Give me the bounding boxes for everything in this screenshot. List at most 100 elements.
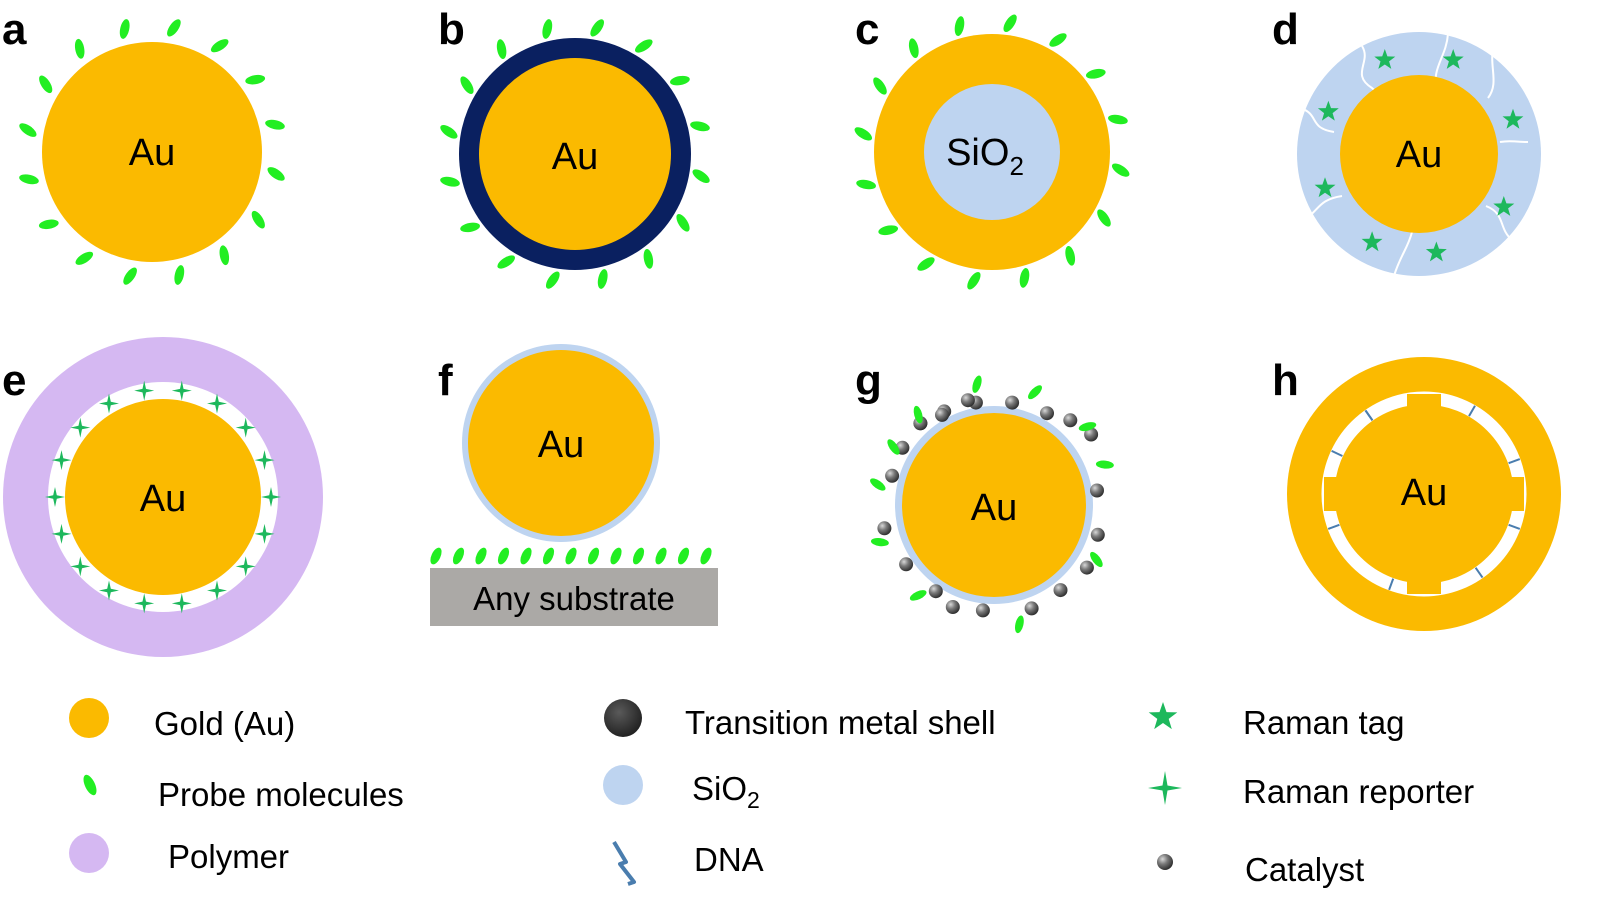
probe-molecule-icon bbox=[873, 77, 887, 95]
panel-c: c SiO2 bbox=[854, 5, 1130, 290]
probe-molecule-icon bbox=[1111, 163, 1130, 177]
raman-tag-star-icon bbox=[1493, 196, 1515, 216]
legend-label: Gold (Au) bbox=[154, 705, 295, 742]
raman-reporter-star-icon bbox=[134, 593, 155, 614]
probe-molecule-icon bbox=[430, 547, 442, 565]
dna-icon bbox=[1327, 523, 1340, 530]
probe-molecule-icon bbox=[542, 547, 555, 565]
sio2-circle-icon bbox=[603, 765, 643, 805]
probe-molecule-icon bbox=[1108, 114, 1128, 125]
probe-molecule-icon bbox=[565, 547, 577, 565]
probe-molecule-icon bbox=[496, 39, 507, 59]
catalyst-sphere-icon bbox=[960, 393, 975, 408]
probe-molecule-icon bbox=[643, 249, 654, 269]
silica-core bbox=[924, 84, 1060, 220]
raman-reporter-star-icon bbox=[45, 487, 65, 507]
raman-tag-star-icon bbox=[1374, 49, 1396, 69]
core-label: Au bbox=[1401, 472, 1447, 514]
raman-tag-star-icon bbox=[1148, 702, 1178, 730]
panel-label: h bbox=[1272, 356, 1299, 405]
gold-circle-icon bbox=[69, 698, 109, 738]
probe-molecule-icon bbox=[1078, 422, 1097, 432]
probe-molecule-icon bbox=[123, 267, 137, 285]
catalyst-sphere-icon bbox=[945, 600, 960, 614]
core-label: Au bbox=[971, 487, 1017, 529]
catalyst-sphere-icon bbox=[1090, 527, 1105, 542]
dna-icon bbox=[612, 840, 636, 886]
raman-reporter-star-icon bbox=[207, 393, 227, 414]
probe-molecule-icon bbox=[655, 547, 667, 565]
probe-molecule-icon bbox=[1049, 33, 1067, 47]
raman-reporter-star-icon bbox=[254, 523, 275, 544]
panel-label: g bbox=[855, 356, 882, 405]
catalyst-sphere-icon bbox=[1005, 395, 1020, 410]
substrate bbox=[430, 568, 718, 626]
probe-molecule-icon bbox=[870, 478, 886, 491]
core-label: Au bbox=[129, 132, 175, 174]
polymer-circle-icon bbox=[69, 833, 109, 873]
probe-molecule-icon bbox=[908, 38, 919, 59]
raman-reporter-star-icon bbox=[207, 580, 227, 601]
probe-molecule-icon bbox=[74, 38, 85, 59]
core-label: SiO2 bbox=[946, 132, 1024, 181]
legend-label: DNA bbox=[694, 841, 764, 878]
probe-molecule-icon bbox=[635, 39, 653, 53]
probe-molecule-icon bbox=[587, 547, 600, 565]
probe-molecule-icon bbox=[19, 123, 37, 137]
catalyst-sphere-icon bbox=[1157, 854, 1173, 870]
catalyst-sphere-icon bbox=[1053, 583, 1068, 598]
probe-molecule-icon bbox=[909, 590, 927, 601]
panel-h: h Au bbox=[1272, 356, 1561, 631]
probe-molecule-icon bbox=[1090, 551, 1103, 568]
raman-tag-star-icon bbox=[1442, 49, 1464, 69]
probe-molecule-icon bbox=[1015, 615, 1024, 634]
core-label: Au bbox=[538, 424, 584, 466]
dna-icon bbox=[1474, 567, 1484, 579]
panel-g: g Au bbox=[855, 356, 1114, 634]
probe-molecule-icon bbox=[1028, 385, 1042, 400]
raman-reporter-star-icon bbox=[99, 580, 119, 601]
raman-reporter-star-icon bbox=[134, 380, 155, 401]
legend-item: Catalyst bbox=[1157, 851, 1364, 888]
legend-label: Polymer bbox=[168, 838, 289, 875]
probe-molecule-icon bbox=[967, 271, 981, 290]
dna-icon bbox=[1508, 523, 1521, 530]
probe-molecule-icon bbox=[267, 167, 285, 181]
catalyst-sphere-icon bbox=[928, 584, 943, 599]
probe-molecule-icon bbox=[1019, 268, 1030, 288]
panel-label: f bbox=[438, 356, 453, 405]
probe-molecule-icon bbox=[460, 222, 480, 233]
probe-molecule-icon bbox=[119, 19, 130, 39]
probe-molecule-icon bbox=[219, 245, 230, 266]
catalyst-sphere-icon bbox=[935, 407, 949, 422]
legend-label: Raman reporter bbox=[1243, 773, 1474, 810]
probe-molecule-icon bbox=[475, 547, 487, 565]
catalyst-sphere-icon bbox=[1084, 427, 1099, 442]
probe-molecule-icon bbox=[700, 547, 712, 565]
probe-molecule-icon bbox=[887, 439, 900, 455]
probe-molecule-icon bbox=[545, 271, 560, 289]
probe-molecule-icon bbox=[670, 75, 690, 86]
core-label: Au bbox=[140, 478, 186, 520]
legend-item: Polymer bbox=[69, 833, 289, 875]
gold-core bbox=[479, 58, 671, 250]
probe-molecule-icon bbox=[251, 210, 265, 229]
probe-molecule-icon bbox=[677, 547, 690, 565]
raman-tag-star-icon bbox=[1317, 100, 1339, 121]
catalyst-sphere-icon bbox=[877, 521, 892, 536]
dna-linkers bbox=[1327, 405, 1521, 591]
raman-reporter-star-icon bbox=[171, 380, 192, 401]
raman-reporters bbox=[45, 380, 281, 614]
probe-molecule-icon bbox=[265, 119, 285, 130]
probe-molecule-icon bbox=[913, 405, 923, 424]
raman-tags bbox=[1314, 49, 1524, 262]
dna-icon bbox=[1388, 578, 1395, 591]
dna-icon bbox=[1468, 405, 1476, 417]
legend-item: Transition metal shell bbox=[604, 699, 996, 741]
panel-f: f Au Any substrate bbox=[430, 344, 718, 626]
catalyst-sphere-icon bbox=[1040, 406, 1054, 421]
raman-reporter-star-icon bbox=[171, 593, 192, 614]
probe-molecule-icon bbox=[590, 19, 605, 37]
probe-molecule-icon bbox=[167, 19, 181, 37]
